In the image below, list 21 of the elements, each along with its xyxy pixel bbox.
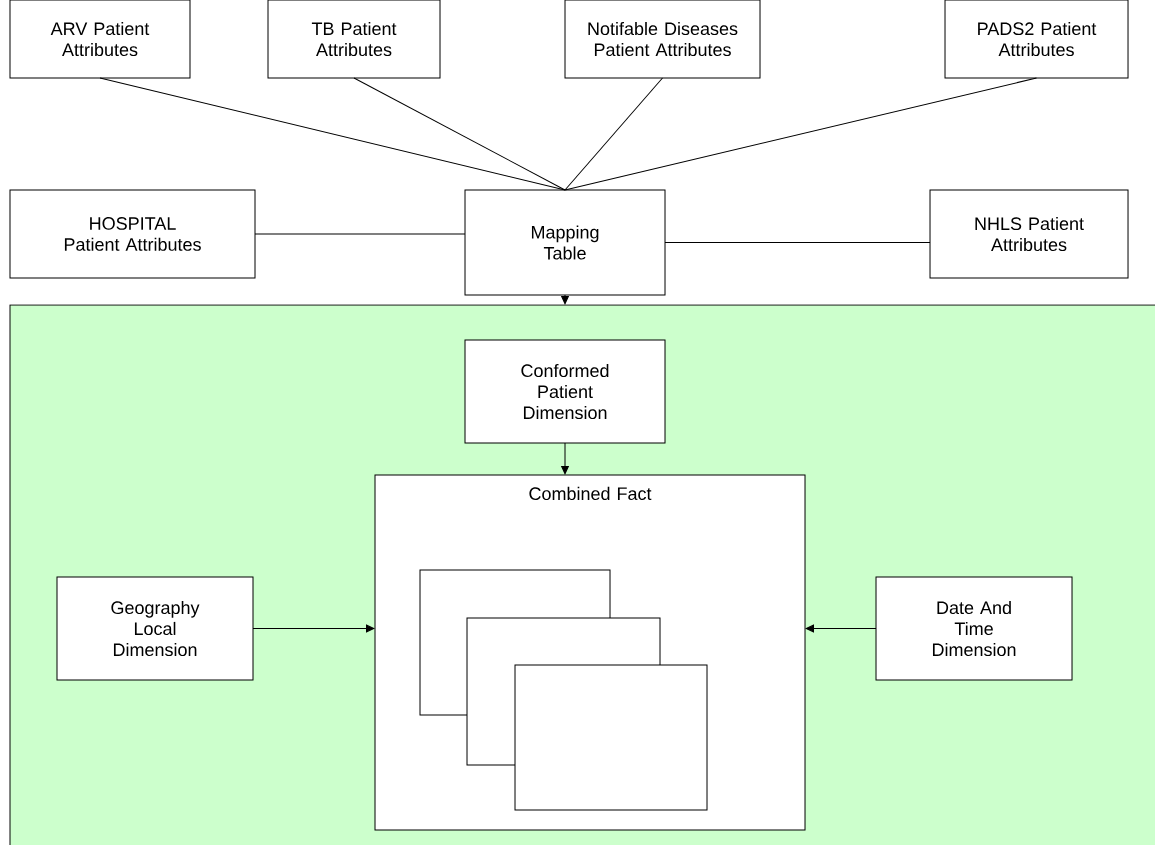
connector-line — [564, 77, 1037, 191]
arrow — [252, 624, 375, 633]
arrow — [805, 624, 877, 633]
connector-line — [664, 242, 931, 243]
connector-line — [353, 77, 566, 191]
process-box: Geography Local Dimension — [56, 576, 254, 681]
empty-box — [514, 664, 708, 811]
process-box: Conformed Patient Dimension — [464, 339, 666, 444]
process-box: HOSPITAL Patient Attributes — [9, 189, 256, 279]
process-box: PADS2 Patient Attributes — [944, 0, 1129, 79]
connector-line — [254, 233, 466, 235]
process-box: TB Patient Attributes — [267, 0, 441, 79]
process-box: Date And Time Dimension — [875, 576, 1073, 681]
arrow — [561, 442, 569, 475]
process-box: Mapping Table — [464, 189, 666, 296]
process-box: NHLS Patient Attributes — [929, 189, 1129, 279]
process-box: ARV Patient Attributes — [9, 0, 191, 79]
process-box: Notifable Diseases Patient Attributes — [564, 0, 761, 79]
arrow — [561, 294, 569, 305]
connector-line — [99, 77, 566, 191]
connector-line — [564, 77, 663, 191]
